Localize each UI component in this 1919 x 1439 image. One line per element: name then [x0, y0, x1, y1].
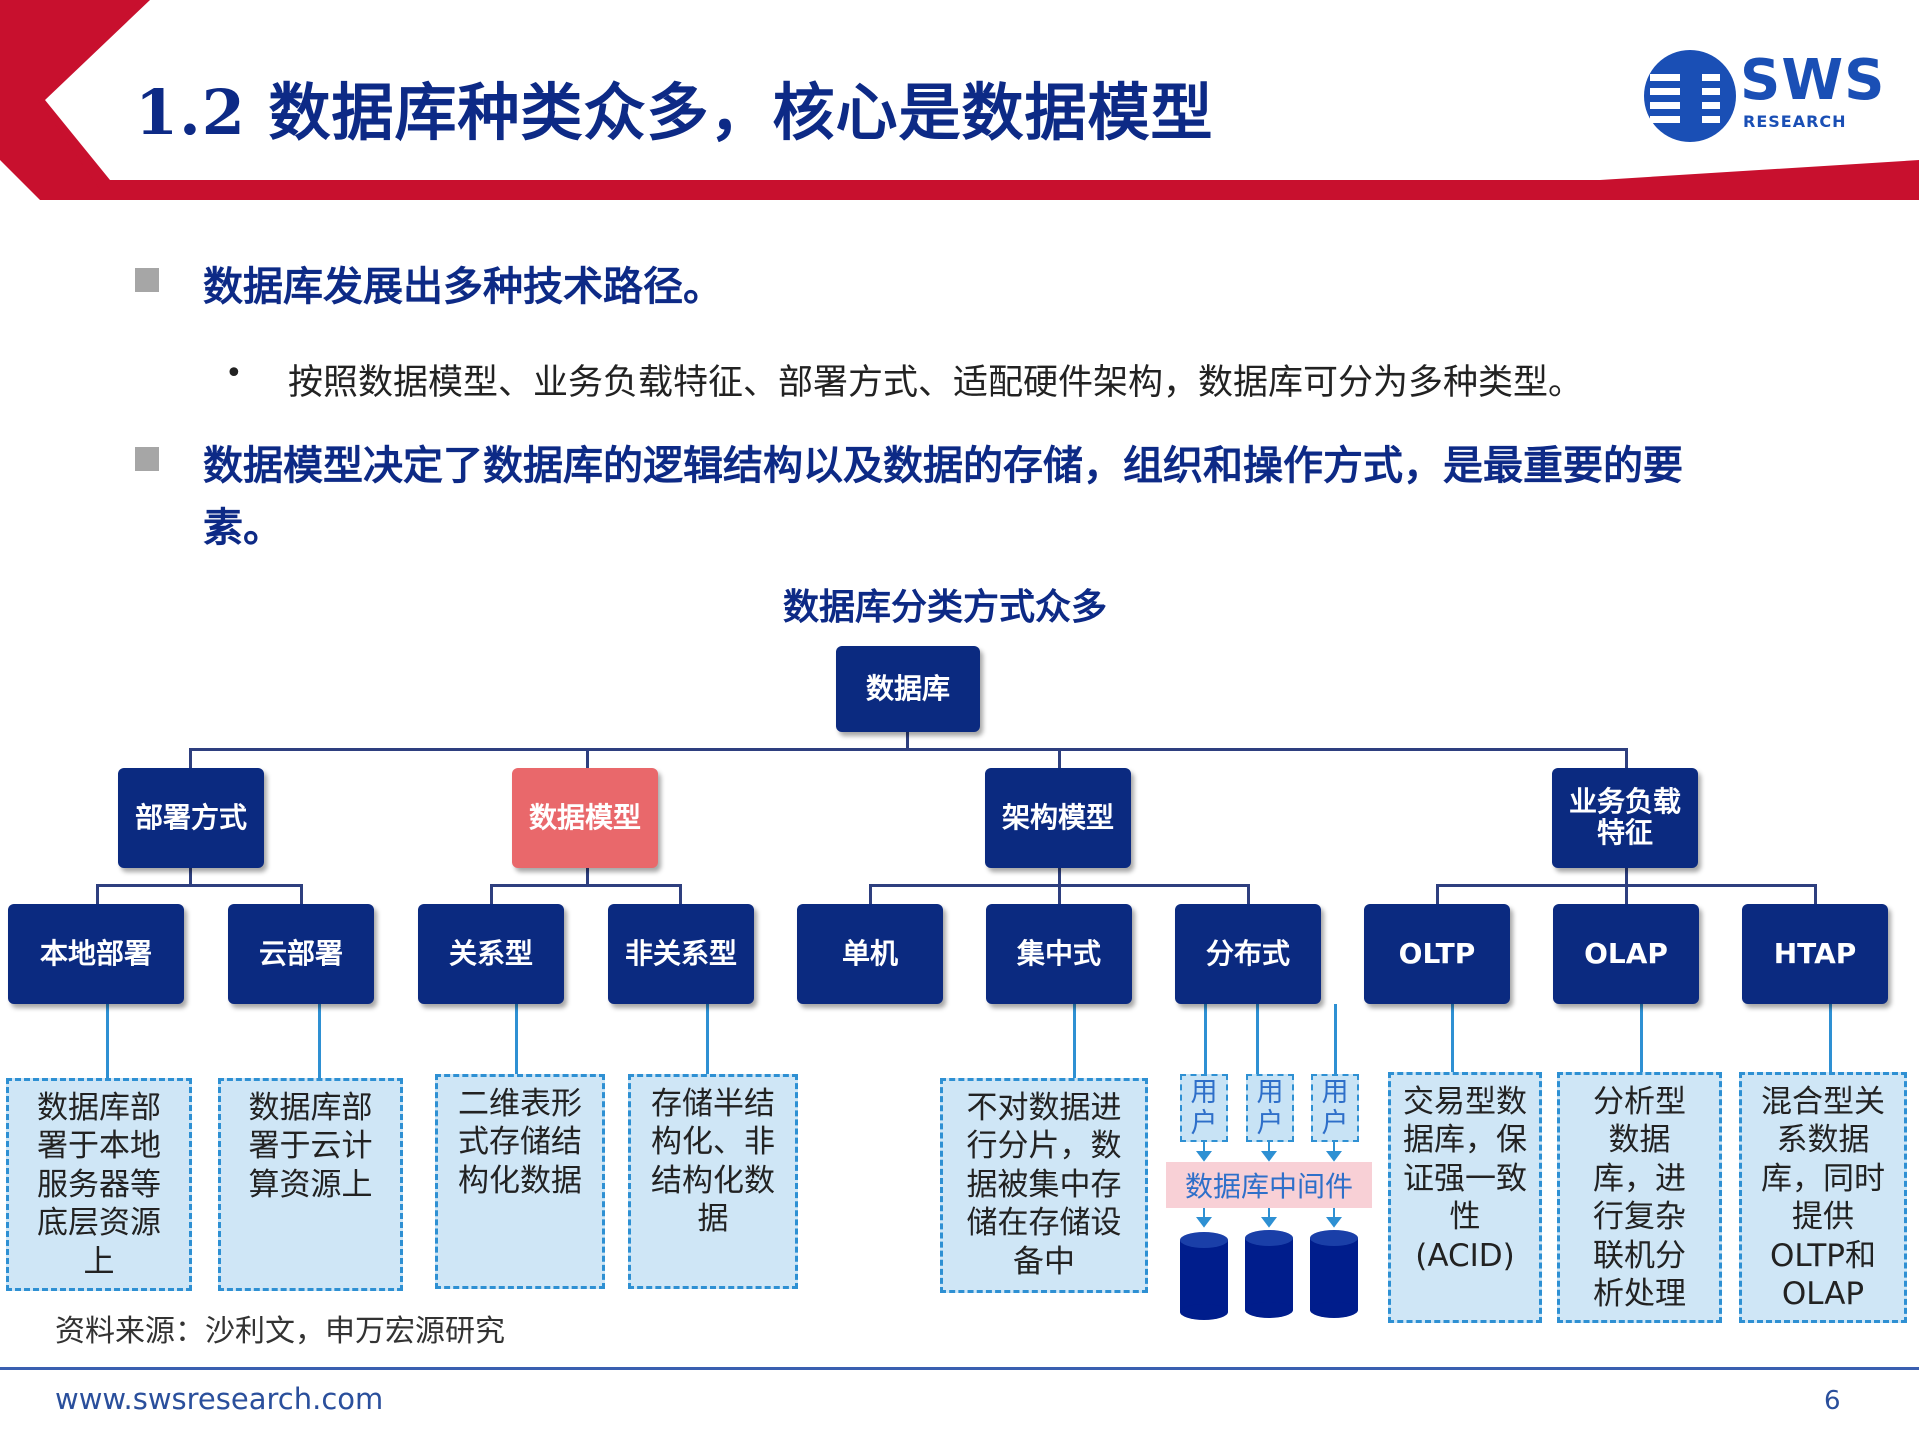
- bullet-1: 数据库发展出多种技术路径。: [203, 264, 723, 310]
- sws-logo-icon: [1644, 50, 1736, 142]
- desc-cloud: 数据库部署于云计算资源上: [218, 1078, 403, 1291]
- node-deployment: 部署方式: [118, 768, 264, 868]
- source-note: 资料来源：沙利文，申万宏源研究: [55, 1314, 505, 1349]
- page-number: 6: [1824, 1386, 1841, 1416]
- middleware-box: 数据库中间件: [1166, 1162, 1372, 1208]
- desc-oltp: 交易型数据库，保证强一致性(ACID): [1388, 1072, 1542, 1323]
- node-data-model: 数据模型: [512, 768, 658, 868]
- desc-relational: 二维表形式存储结构化数据: [435, 1074, 605, 1289]
- node-relational: 关系型: [418, 904, 564, 1004]
- node-distributed: 分布式: [1175, 904, 1321, 1004]
- user-box-2: 用户: [1246, 1074, 1294, 1142]
- square-bullet-icon: [135, 447, 159, 471]
- desc-local: 数据库部署于本地服务器等底层资源上: [6, 1078, 192, 1291]
- arrows-and-db-icons: [1180, 1142, 1358, 1320]
- logo-subtext: RESEARCH: [1743, 112, 1847, 131]
- node-htap: HTAP: [1742, 904, 1888, 1004]
- desc-centralized: 不对数据进行分片，数据被集中存储在存储设备中: [940, 1078, 1148, 1293]
- node-root: 数据库: [836, 646, 980, 732]
- user-box-3: 用户: [1311, 1074, 1359, 1142]
- bullet-2-line-1: 数据模型决定了数据库的逻辑结构以及数据的存储，组织和操作方式，是最重要的要: [203, 443, 1683, 489]
- node-architecture: 架构模型: [985, 768, 1131, 868]
- node-olap: OLAP: [1553, 904, 1699, 1004]
- user-box-1: 用户: [1180, 1074, 1228, 1142]
- footer-url[interactable]: www.swsresearch.com: [55, 1382, 384, 1416]
- dot-bullet-icon: •: [225, 356, 243, 391]
- bullet-2-line-2: 素。: [203, 505, 283, 551]
- chart-title: 数据库分类方式众多: [782, 587, 1107, 628]
- sub-bullet-1: 按照数据模型、业务负载特征、部署方式、适配硬件架构，数据库可分为多种类型。: [288, 363, 1584, 403]
- desc-nonrelational: 存储半结构化、非结构化数据: [628, 1074, 798, 1289]
- node-cloud: 云部署: [228, 904, 374, 1004]
- footer-divider: [0, 1367, 1919, 1370]
- sws-logo: SWS RESEARCH: [1640, 46, 1884, 146]
- node-centralized: 集中式: [986, 904, 1132, 1004]
- page-title: 1.2 数据库种类众多，核心是数据模型: [135, 76, 1214, 149]
- logo-text: SWS: [1740, 48, 1886, 113]
- desc-olap: 分析型数据库，进行复杂联机分析处理: [1557, 1072, 1722, 1323]
- database-icon: [1180, 1230, 1358, 1320]
- node-oltp: OLTP: [1364, 904, 1510, 1004]
- square-bullet-icon: [135, 268, 159, 292]
- node-local: 本地部署: [8, 904, 184, 1004]
- node-standalone: 单机: [797, 904, 943, 1004]
- node-nonrelational: 非关系型: [608, 904, 754, 1004]
- header-banner: [0, 0, 1919, 200]
- node-workload: 业务负载特征: [1552, 768, 1698, 868]
- desc-htap: 混合型关系数据库，同时提供OLTP和OLAP: [1739, 1072, 1907, 1323]
